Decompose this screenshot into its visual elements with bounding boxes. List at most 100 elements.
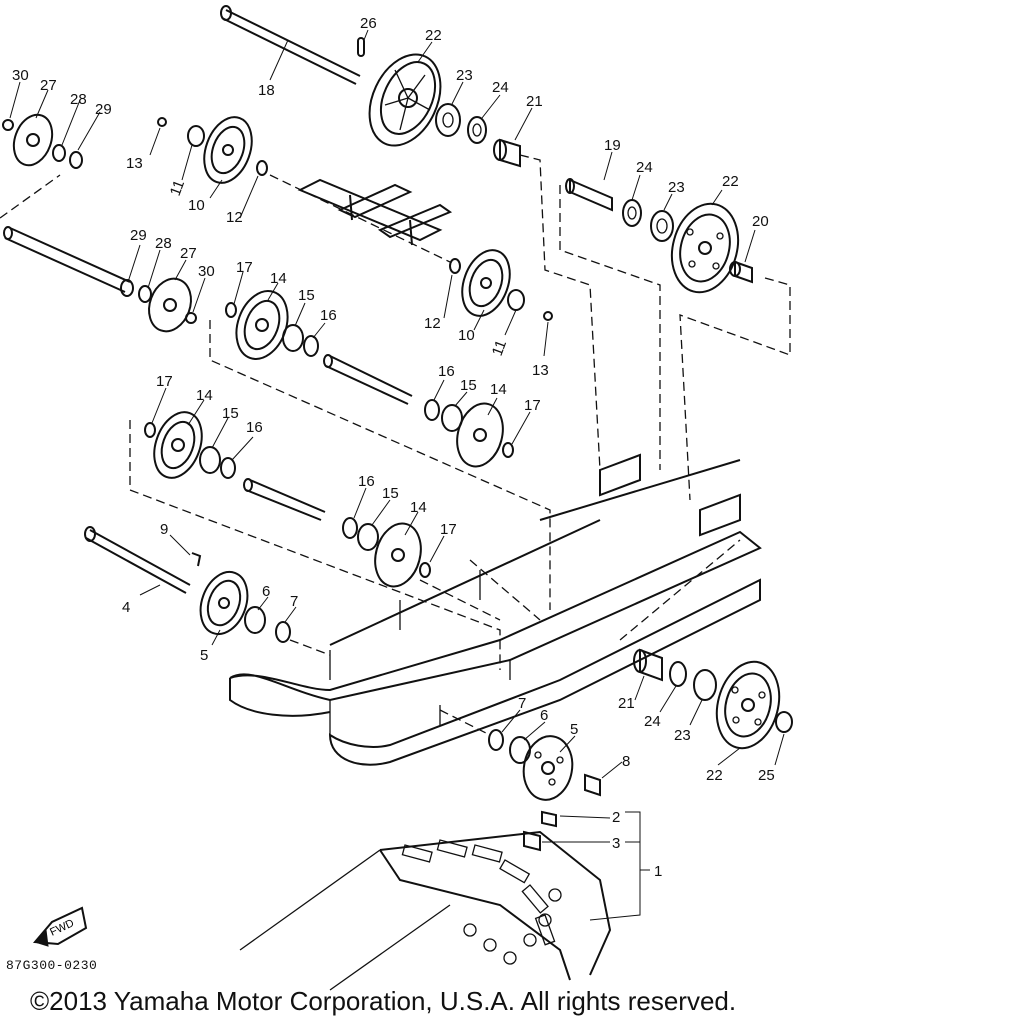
wheel-10-top (203, 116, 253, 184)
track-belt (239, 830, 612, 991)
callout-22: 22 (722, 173, 739, 190)
bearing-11-mid (507, 289, 525, 311)
bearing-15-mid (282, 324, 304, 352)
callout-23: 23 (668, 179, 685, 196)
collar-16-low-right (342, 517, 358, 539)
wheel-14-low (153, 411, 203, 479)
nut-13-top (157, 117, 167, 127)
wheel-14-mid-right (456, 402, 504, 468)
clip-7-left (275, 621, 291, 643)
spacer-21-low (633, 648, 663, 682)
callout-12: 12 (226, 209, 243, 226)
wheel-27-mid (148, 277, 192, 333)
callout-4: 4 (122, 599, 130, 616)
callout-24: 24 (644, 713, 661, 730)
callout-16: 16 (246, 419, 263, 436)
callout-7: 7 (290, 593, 298, 610)
washer-28-top (52, 144, 66, 162)
bearing-11-top (187, 125, 205, 147)
axle-mid (323, 354, 413, 405)
callout-8: 8 (622, 753, 630, 770)
callout-30: 30 (198, 263, 215, 280)
callout-24: 24 (636, 159, 653, 176)
pin-26 (357, 37, 365, 57)
callout-7: 7 (518, 695, 526, 712)
long-axle-left (3, 226, 131, 293)
callout-17: 17 (440, 521, 457, 538)
callout-6: 6 (262, 583, 270, 600)
callout-1: 1 (654, 863, 662, 880)
bearing-23-right (650, 210, 674, 242)
collar-16-low (220, 457, 236, 479)
callout-5: 5 (570, 721, 578, 738)
wheel-5-right (522, 735, 574, 801)
axle-low (243, 478, 326, 521)
callout-17: 17 (156, 373, 173, 390)
callout-22: 22 (706, 767, 723, 784)
clip-12-top (256, 160, 268, 176)
bearing-15-mid-right (441, 404, 463, 432)
callout-17: 17 (236, 259, 253, 276)
callout-labels: 30 27 28 29 26 22 18 23 24 21 13 11 10 1… (12, 15, 775, 880)
cross-arm (297, 178, 453, 246)
callout-2: 2 (612, 809, 620, 826)
callout-14: 14 (270, 270, 287, 287)
callout-15: 15 (298, 287, 315, 304)
callout-19: 19 (604, 137, 621, 154)
clip-17-mid (225, 302, 237, 318)
spacer-19 (565, 178, 613, 212)
callout-15: 15 (382, 485, 399, 502)
assembly-guide-lines (0, 154, 791, 736)
clip-17-low-right (419, 562, 431, 578)
fwd-direction-badge: FWD (32, 906, 88, 947)
pin-9 (191, 552, 202, 567)
callout-23: 23 (674, 727, 691, 744)
bearing-23-low (693, 669, 717, 701)
clip-2 (541, 810, 557, 828)
callout-27: 27 (180, 245, 197, 262)
drawing-code: 87G300-0230 (6, 958, 98, 973)
callout-29: 29 (130, 227, 147, 244)
cap-8 (584, 773, 601, 797)
callout-13: 13 (126, 155, 143, 172)
idler-wheel-22-right (670, 202, 740, 294)
bearing-23-top (435, 103, 461, 137)
bearing-6-left (244, 606, 266, 634)
wheel-27-top-left (12, 113, 54, 167)
nut-30-mid (185, 312, 197, 324)
wheel-10-mid (461, 249, 511, 317)
rear-axle-4 (84, 526, 191, 594)
bearing-15-low-right (357, 523, 379, 551)
callout-16: 16 (320, 307, 337, 324)
callout-21: 21 (526, 93, 543, 110)
callout-10: 10 (188, 197, 205, 214)
collar-24-low (669, 661, 687, 687)
callout-27: 27 (40, 77, 57, 94)
callout-10: 10 (458, 327, 475, 344)
callout-29: 29 (95, 101, 112, 118)
callout-18: 18 (258, 82, 275, 99)
collar-24-top (467, 116, 487, 144)
collar-24-right (622, 199, 642, 227)
slide-rail-frame (229, 453, 762, 766)
callout-15: 15 (222, 405, 239, 422)
wheel-5-left (199, 571, 249, 635)
idler-wheel-22-top (368, 53, 442, 147)
shaft-18 (220, 5, 361, 85)
callout-15: 15 (460, 377, 477, 394)
callout-13: 13 (532, 362, 549, 379)
callout-11: 11 (489, 338, 510, 358)
nut-13-mid (543, 311, 553, 321)
callout-22: 22 (425, 27, 442, 44)
copyright-notice: ©2013 Yamaha Motor Corporation, U.S.A. A… (30, 986, 737, 1016)
callout-14: 14 (196, 387, 213, 404)
callout-24: 24 (492, 79, 509, 96)
callout-leader-lines (9, 29, 785, 921)
cap-20 (729, 260, 753, 284)
washer-29-mid (120, 279, 134, 297)
callout-6: 6 (540, 707, 548, 724)
callout-17: 17 (524, 397, 541, 414)
callout-20: 20 (752, 213, 769, 230)
callout-30: 30 (12, 67, 29, 84)
